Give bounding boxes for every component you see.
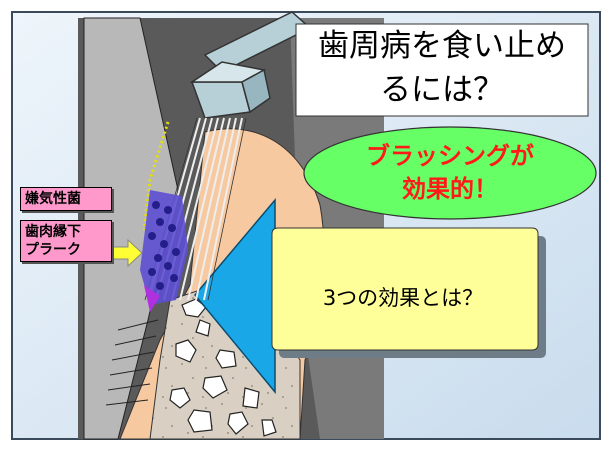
highlight-oval (303, 126, 597, 220)
highlight-text: ブラッシングが 効果的！ (305, 140, 595, 206)
label-plaque-line2: プラーク (25, 242, 81, 258)
highlight-line1: ブラッシングが (366, 142, 534, 170)
slide-title-line1: 歯周病を食い止め (318, 28, 566, 64)
callout-box (271, 227, 539, 351)
plaque-contour (142, 121, 170, 231)
label-plaque-line1: 歯肉縁下 (25, 224, 81, 240)
title-box (295, 23, 589, 117)
gum-fibers (105, 319, 159, 406)
bacteria-dots (148, 201, 180, 290)
label-anaerobe: 嫌気性菌 (20, 187, 112, 211)
slide-title-line2: るには？ (380, 72, 504, 108)
callout-text: 3つの効果とは？ (322, 286, 484, 310)
slide-title: 歯周病を食い止め るには？ (296, 24, 588, 112)
bone-spaces (169, 298, 277, 437)
label-plaque: 歯肉縁下 プラーク (20, 220, 112, 262)
purple-plaque-edge (144, 285, 160, 312)
tooth-enamel (83, 17, 179, 440)
highlight-line2: 効果的！ (402, 175, 498, 203)
toothbrush-head (189, 11, 312, 119)
